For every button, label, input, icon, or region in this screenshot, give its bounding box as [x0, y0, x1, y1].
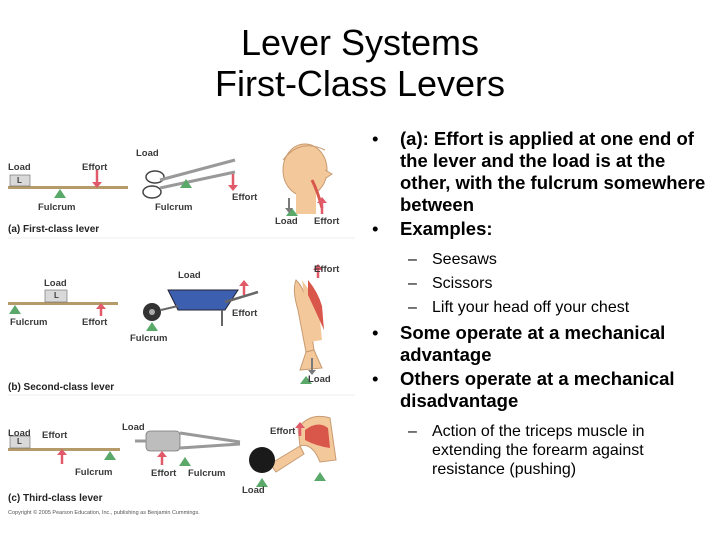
bullet-first-class-definition: (a): Effort is applied at one end of the… — [365, 128, 710, 216]
label-a-load: Load — [8, 162, 31, 173]
bullet-mechanical-disadvantage: Others operate at a mechanical disadvant… — [365, 368, 710, 412]
label-c-fulcrum: Fulcrum — [75, 467, 113, 478]
label-wheelbarrow-fulcrum: Fulcrum — [130, 333, 168, 344]
label-wheelbarrow-effort: Effort — [232, 308, 258, 319]
label-c-load: Load — [8, 428, 31, 439]
lever-bar-a — [8, 186, 128, 189]
label-tweezers-load: Load — [122, 422, 145, 433]
second-class-diagram — [8, 289, 118, 316]
label-b-effort: Effort — [82, 317, 108, 328]
tweezers-diagram — [135, 430, 241, 466]
caption-third-class: (c) Third-class lever — [8, 493, 103, 504]
label-scissor-load: Load — [136, 148, 159, 159]
caption-first-class: (a) First-class lever — [8, 224, 100, 235]
label-b-load: Load — [44, 278, 67, 289]
bullet-mechanical-advantage: Some operate at a mechanical advantage — [365, 322, 710, 366]
label-scissor-effort: Effort — [232, 192, 258, 203]
label-a-fulcrum: Fulcrum — [38, 202, 76, 213]
scissors-diagram — [142, 158, 238, 199]
label-tweezers-effort: Effort — [151, 468, 177, 479]
sub-bullet-scissors: Scissors — [365, 274, 710, 293]
caption-second-class: (b) Second-class lever — [8, 382, 115, 393]
label-c-effort: Effort — [42, 430, 68, 441]
label-arm-effort: Effort — [270, 426, 296, 437]
arm-diagram — [249, 415, 337, 487]
lever-figure: Load L Effort Fulcrum Load Fulcrum Effor… — [0, 130, 360, 520]
title-line-2: First-Class Levers — [214, 63, 506, 104]
head-diagram — [282, 143, 333, 216]
label-leg-effort: Effort — [314, 264, 340, 275]
sub-bullet-seesaws: Seesaws — [365, 250, 710, 269]
title-line-1: Lever Systems — [240, 22, 480, 63]
label-a-L: L — [17, 176, 22, 185]
copyright-notice: Copyright © 2005 Pearson Education, Inc.… — [8, 510, 200, 516]
sub-bullet-triceps: Action of the triceps muscle in extendin… — [365, 422, 710, 479]
label-scissor-fulcrum: Fulcrum — [155, 202, 193, 213]
first-class-diagram — [8, 170, 128, 198]
third-class-diagram — [8, 435, 120, 464]
wheelbarrow-diagram — [143, 280, 259, 331]
bullet-examples: Examples: — [365, 218, 710, 240]
label-b-fulcrum: Fulcrum — [10, 317, 48, 328]
load-box-a — [9, 174, 31, 187]
label-arm-load: Load — [242, 485, 265, 496]
lever-illustrations — [8, 143, 355, 487]
label-head-load: Load — [275, 216, 298, 227]
label-a-effort: Effort — [82, 162, 108, 173]
label-b-L: L — [54, 291, 59, 300]
fulcrum-triangle-a — [54, 189, 66, 198]
slide-title: Lever Systems First-Class Levers — [0, 22, 720, 104]
label-tweezers-fulcrum: Fulcrum — [188, 468, 226, 479]
bullet-list: (a): Effort is applied at one end of the… — [365, 128, 710, 484]
label-head-effort: Effort — [314, 216, 340, 227]
label-c-L: L — [17, 437, 22, 446]
leg-diagram — [293, 264, 324, 384]
sub-bullet-head: Lift your head off your chest — [365, 298, 710, 317]
label-leg-load: Load — [308, 374, 331, 385]
label-wheelbarrow-load: Load — [178, 270, 201, 281]
